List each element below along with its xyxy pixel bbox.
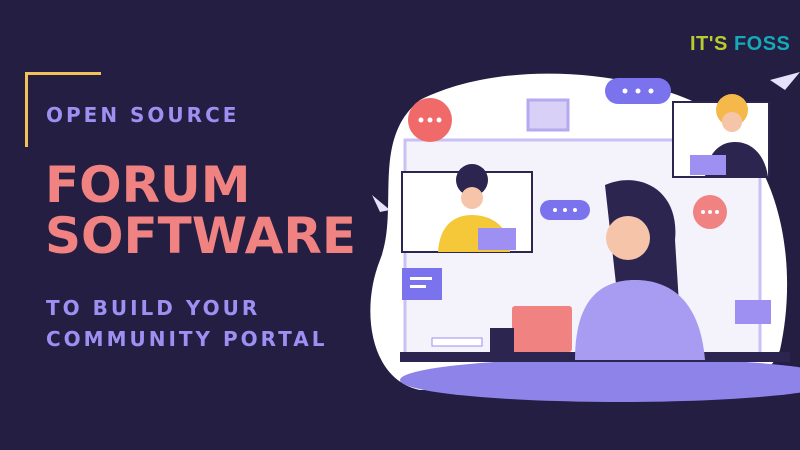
woman-face [606, 216, 650, 260]
woman-laptop [512, 306, 572, 352]
title-line-1: FORUM [45, 156, 251, 214]
laptop-right-icon [690, 155, 726, 175]
kicker-text: OPEN SOURCE [46, 103, 240, 127]
headline-title: FORUM SOFTWARE [45, 160, 356, 262]
message-icon [402, 268, 442, 300]
forum-illustration [370, 72, 800, 402]
itsfoss-logo: IT'S FOSS [690, 33, 791, 55]
decorative-corner-line-vertical [25, 72, 28, 147]
floor-shadow [400, 358, 800, 402]
envelope-icon [735, 300, 771, 324]
book-stack [431, 337, 483, 347]
decorative-corner-line [25, 72, 101, 91]
chat-bubble-icon [540, 200, 590, 220]
chat-bubble-icon [605, 78, 671, 104]
chat-bubble-icon [408, 98, 452, 142]
image-card [526, 98, 570, 132]
paper-plane-icon [372, 195, 390, 212]
woman-body [575, 280, 705, 360]
man-head [456, 164, 488, 196]
chat-bubble-icon [693, 195, 727, 229]
subtitle-line-2: COMMUNITY PORTAL [46, 327, 328, 351]
paper-plane-icon [770, 72, 800, 90]
subtitle: TO BUILD YOUR COMMUNITY PORTAL [46, 293, 327, 355]
pen-holder [490, 328, 514, 352]
title-line-2: SOFTWARE [45, 207, 357, 265]
subtitle-line-1: TO BUILD YOUR [46, 296, 261, 320]
man-laptop-icon [478, 228, 516, 250]
